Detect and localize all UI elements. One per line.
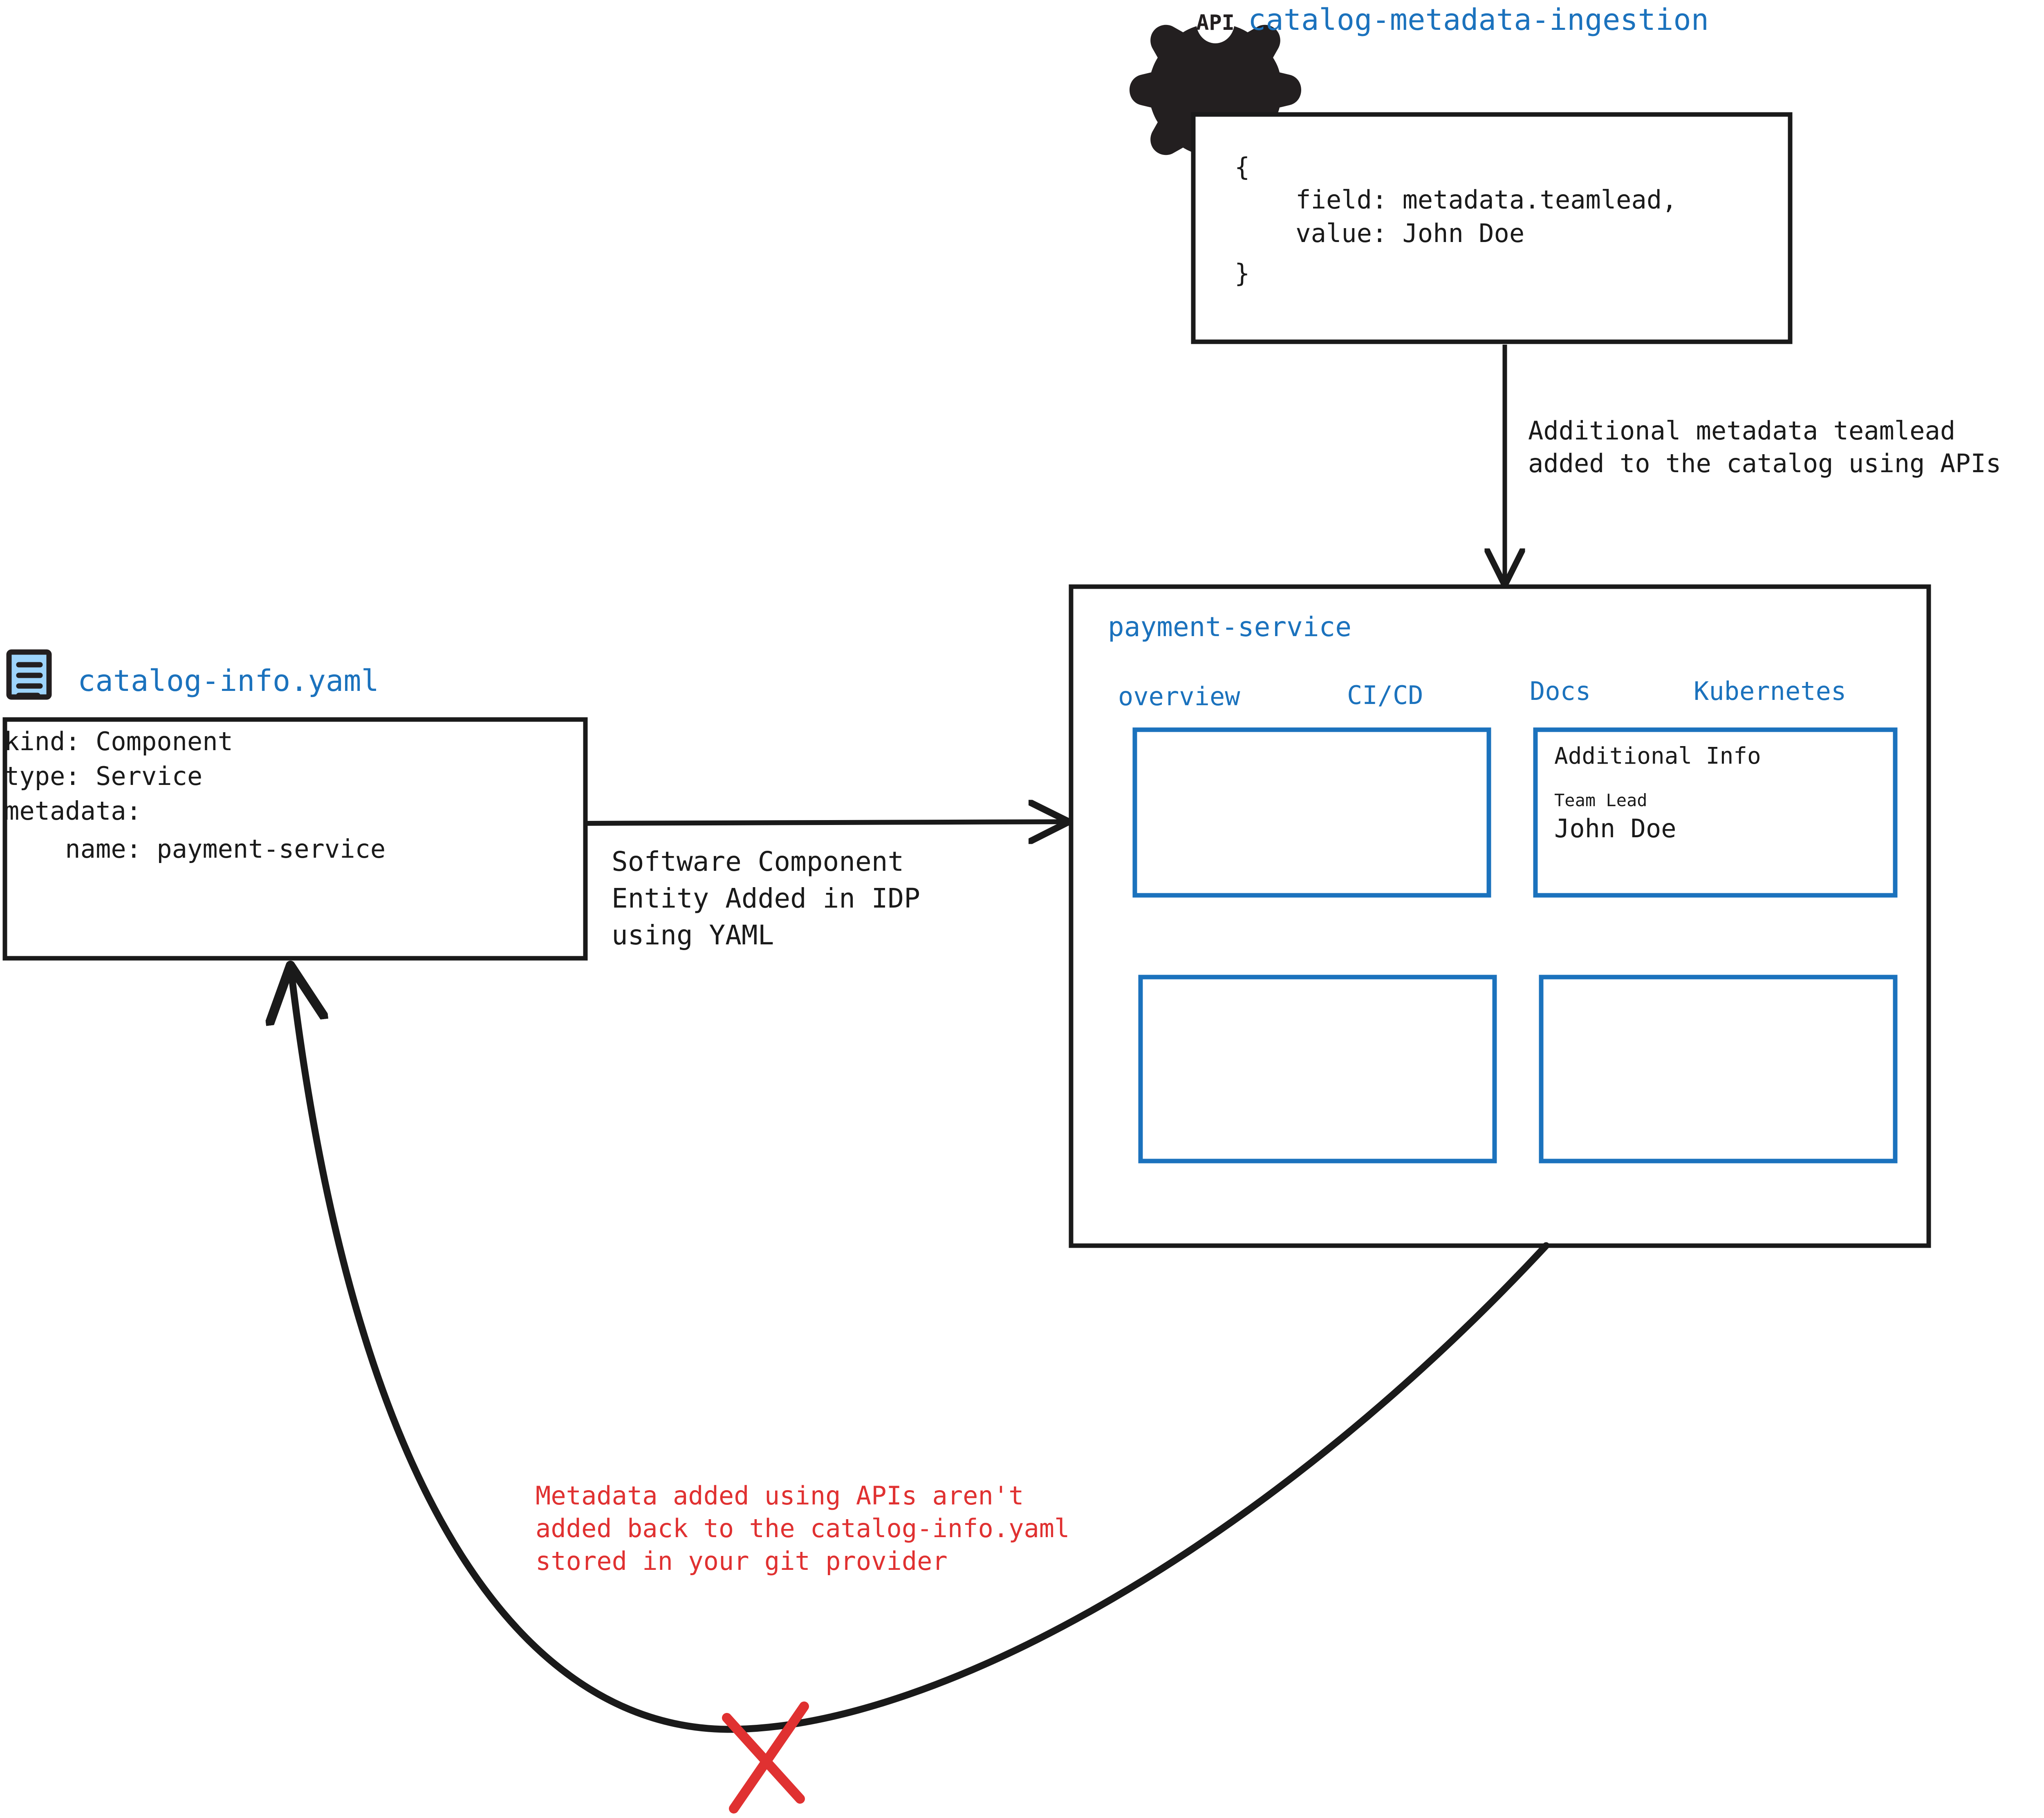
tab-overview[interactable]: overview	[1118, 681, 1240, 711]
yaml-body-line-2: type: Service	[4, 761, 202, 791]
empty-card-bottom-right[interactable]	[1539, 975, 1898, 1163]
empty-card-bottom-left[interactable]	[1138, 975, 1497, 1163]
api-payload-line-3: value: John Doe	[1235, 218, 1524, 248]
yaml-arrow-label-line-3: using YAML	[612, 919, 774, 951]
yaml-arrow-label-line-1: Software Component	[612, 846, 904, 877]
yaml-body-line-1: kind: Component	[4, 726, 233, 756]
yaml-body-box	[2, 717, 588, 961]
tab-kubernetes[interactable]: Kubernetes	[1694, 676, 1846, 706]
yaml-arrow-label-line-2: Entity Added in IDP	[612, 883, 920, 914]
warning-line-2: added back to the catalog-info.yaml	[536, 1513, 1069, 1543]
team-lead-label: Team Lead	[1554, 790, 1647, 810]
empty-card-top-left[interactable]	[1132, 727, 1491, 898]
api-payload-line-2: field: metadata.teamlead,	[1235, 185, 1677, 215]
yaml-body-line-4: name: payment-service	[4, 834, 385, 864]
api-node-title: catalog-metadata-ingestion	[1248, 2, 1709, 37]
api-arrow-label-line-1: Additional metadata teamlead	[1528, 416, 1955, 446]
tab-cicd[interactable]: CI/CD	[1347, 680, 1423, 710]
yaml-to-panel-arrow	[585, 822, 1065, 823]
idp-panel-title: payment-service	[1108, 611, 1351, 643]
api-icon-label: API	[1196, 11, 1235, 35]
team-lead-value: John Doe	[1554, 814, 1676, 843]
api-arrow-label-line-2: added to the catalog using APIs	[1528, 448, 2001, 478]
additional-info-card-title: Additional Info	[1554, 743, 1761, 769]
additional-info-card[interactable]	[1533, 727, 1898, 898]
warning-line-1: Metadata added using APIs aren't	[536, 1481, 1024, 1511]
tab-docs[interactable]: Docs	[1530, 676, 1591, 706]
api-payload-box	[1191, 112, 1793, 344]
yaml-file-icon	[6, 649, 52, 700]
api-payload-line-1: {	[1235, 152, 1250, 182]
warning-line-3: stored in your git provider	[536, 1546, 948, 1576]
red-cross-icon	[722, 1701, 809, 1814]
yaml-node-title: catalog-info.yaml	[78, 664, 379, 698]
api-payload-line-4: }	[1235, 258, 1250, 288]
yaml-body-line-3: metadata:	[4, 796, 141, 826]
